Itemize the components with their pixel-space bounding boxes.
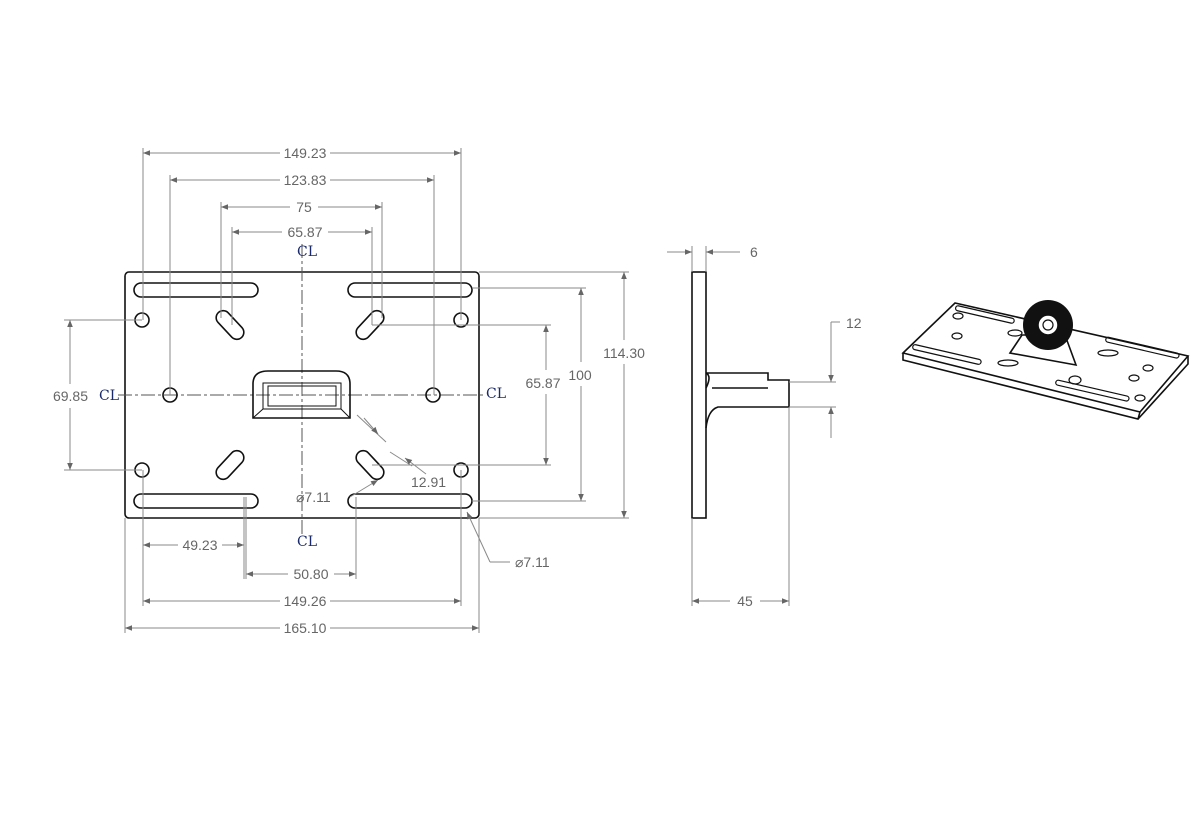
dim-75: 75	[296, 199, 312, 215]
dim-diameter-slot-2: ⌀7.11	[515, 554, 550, 570]
extension-lines	[64, 148, 629, 633]
center-pocket	[252, 370, 351, 419]
dim-6: 6	[750, 244, 758, 260]
dim-65-87-top: 65.87	[287, 224, 322, 240]
dim-65-87-right: 65.87	[525, 375, 560, 391]
side-stem	[705, 372, 790, 429]
dim-45: 45	[737, 593, 753, 609]
side-plate	[691, 271, 707, 519]
dim-165-10: 165.10	[284, 620, 327, 636]
dim-123-83: 123.83	[284, 172, 327, 188]
slot-bottom-left	[133, 493, 259, 509]
side-view: 6 45 12	[667, 244, 862, 609]
centerline-symbol-top: CL	[297, 244, 317, 260]
slot-top-right	[347, 282, 473, 298]
diag-slot-top-left	[215, 309, 245, 341]
dimension-lines	[67, 150, 627, 631]
dim-diameter-slot: ⌀7.11	[296, 489, 331, 505]
diag-slot-bottom-left	[215, 449, 245, 481]
diag-slot-bottom-right	[355, 449, 385, 481]
slot-bottom-right	[347, 493, 473, 509]
dim-50-80: 50.80	[293, 566, 328, 582]
centerline-symbol-bottom: CL	[297, 534, 317, 550]
dim-69-85: 69.85	[53, 388, 88, 404]
dim-49-23: 49.23	[182, 537, 217, 553]
dim-149-26: 149.26	[284, 593, 327, 609]
front-view: CL CL CL CL	[53, 145, 645, 636]
dim-114-30: 114.30	[603, 345, 645, 361]
dim-100: 100	[568, 367, 592, 383]
dim-12-91: 12.91	[411, 474, 446, 490]
slot-top-left	[133, 282, 259, 298]
dim-12: 12	[846, 315, 862, 331]
centerline-symbol-right: CL	[486, 386, 506, 402]
centerline-symbol-left: CL	[99, 388, 119, 404]
isometric-view	[901, 300, 1190, 420]
dim-149-23: 149.23	[284, 145, 327, 161]
